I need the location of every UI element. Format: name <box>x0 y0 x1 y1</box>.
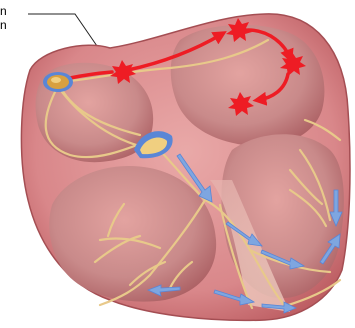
callout-leader-line <box>28 14 97 46</box>
sinoatrial-node-icon <box>43 72 73 92</box>
